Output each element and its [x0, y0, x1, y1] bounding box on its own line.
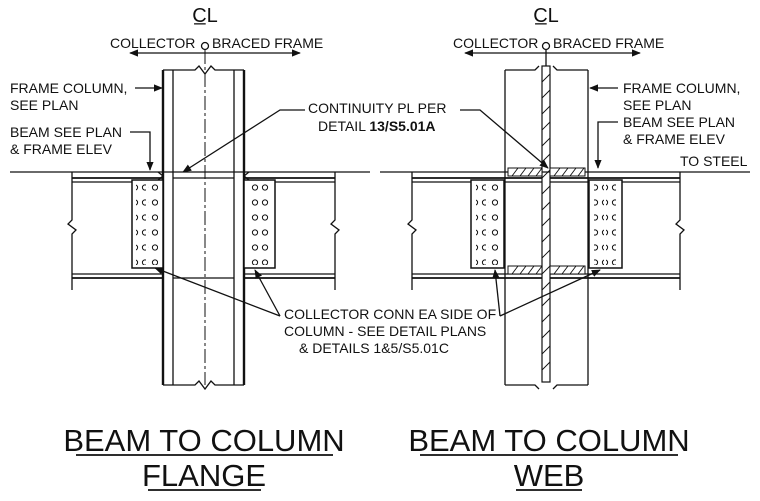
continuity-note-prefix: DETAIL: [318, 118, 369, 134]
right-note-column-1: FRAME COLUMN,: [623, 80, 740, 96]
left-bolt-column-b2: [261, 183, 271, 265]
right-detail: C̲L COLLECTOR BRACED FRAME TO STEEL: [380, 5, 750, 493]
right-continuity-plate-hatch: [511, 167, 585, 275]
left-beam-break-mark: [67, 172, 77, 290]
right-column-web: [541, 65, 551, 383]
right-continuity-plate-top-left: [507, 167, 543, 177]
collector-leader-left-b: [254, 269, 281, 317]
right-bolt-column-b2: [606, 183, 616, 265]
left-centerline-symbol: C̲L: [192, 5, 218, 27]
right-column-bottom-break: [505, 384, 588, 390]
right-column-top-break: [505, 65, 588, 71]
collector-leader-right-a: [492, 269, 501, 317]
left-note-column-1: FRAME COLUMN,: [10, 80, 127, 96]
left-beam-leader: [130, 131, 154, 171]
collector-note-line2: COLUMN - SEE DETAIL PLANS: [284, 323, 486, 339]
left-beam2-break-mark: [330, 172, 340, 290]
collector-leader-left-a: [154, 267, 281, 317]
left-bolt-column-a2: [148, 183, 158, 265]
continuity-note-line1: CONTINUITY PL PER: [308, 100, 446, 116]
left-note-beam-1: BEAM SEE PLAN: [10, 124, 122, 140]
shared-notes: CONTINUITY PL PER DETAIL 13/S5.01A COLLE…: [154, 100, 601, 356]
left-note-beam-2: & FRAME ELEV: [10, 141, 113, 157]
left-weld-symbol-a: [157, 171, 165, 181]
collector-leader-right-b: [499, 269, 601, 317]
left-column-bottom-break: [163, 380, 244, 391]
right-shear-plate-a: [470, 179, 505, 269]
right-direction-braced-frame: BRACED FRAME: [553, 35, 664, 51]
right-note-column-2: SEE PLAN: [623, 97, 691, 113]
right-note-beam-1: BEAM SEE PLAN: [623, 114, 735, 130]
collector-note-line1: COLLECTOR CONN EA SIDE OF: [284, 306, 496, 322]
right-column-web-hatch: [541, 73, 551, 371]
collector-note-line3: & DETAILS 1&5/S5.01C: [299, 340, 449, 356]
right-note-beam-2: & FRAME ELEV: [623, 131, 726, 147]
right-centerline-circle: [541, 41, 551, 51]
left-title-line1: BEAM TO COLUMN: [63, 423, 344, 458]
right-bolt-column-a2: [488, 183, 498, 265]
right-beam2-break-mark: [675, 172, 685, 290]
left-centerline-circle: [200, 41, 210, 51]
right-title-line2: WEB: [514, 458, 585, 493]
continuity-leader-right: [460, 109, 549, 169]
continuity-note-line2: DETAIL 13/S5.01A: [318, 118, 436, 134]
left-detail: C̲L COLLECTOR BRACED FRAME: [10, 5, 370, 493]
right-shear-plate-b: [588, 179, 623, 269]
right-note-elevation: TO STEEL: [680, 153, 748, 169]
right-bolt-column-a1: [476, 183, 486, 265]
right-title-line1: BEAM TO COLUMN: [408, 423, 689, 458]
continuity-leader-left: [182, 109, 305, 173]
left-weld-symbol-b: [242, 171, 250, 181]
left-direction-collector: COLLECTOR: [110, 35, 195, 51]
left-column-top-break: [163, 65, 244, 76]
right-continuity-plate-bottom-left: [507, 265, 543, 275]
left-title-line2: FLANGE: [142, 458, 266, 493]
left-bolt-column-a1: [136, 183, 146, 265]
left-note-column-2: SEE PLAN: [10, 97, 78, 113]
right-centerline-symbol: C̲L: [533, 5, 559, 27]
continuity-note-ref: 13/S5.01A: [369, 118, 435, 134]
left-bolt-column-b1: [249, 183, 259, 265]
right-beam-leader: [594, 121, 618, 169]
right-direction-collector: COLLECTOR: [453, 35, 538, 51]
right-beam-break-mark: [407, 172, 417, 290]
right-bolt-column-b1: [594, 183, 604, 265]
left-direction-braced-frame: BRACED FRAME: [212, 35, 323, 51]
